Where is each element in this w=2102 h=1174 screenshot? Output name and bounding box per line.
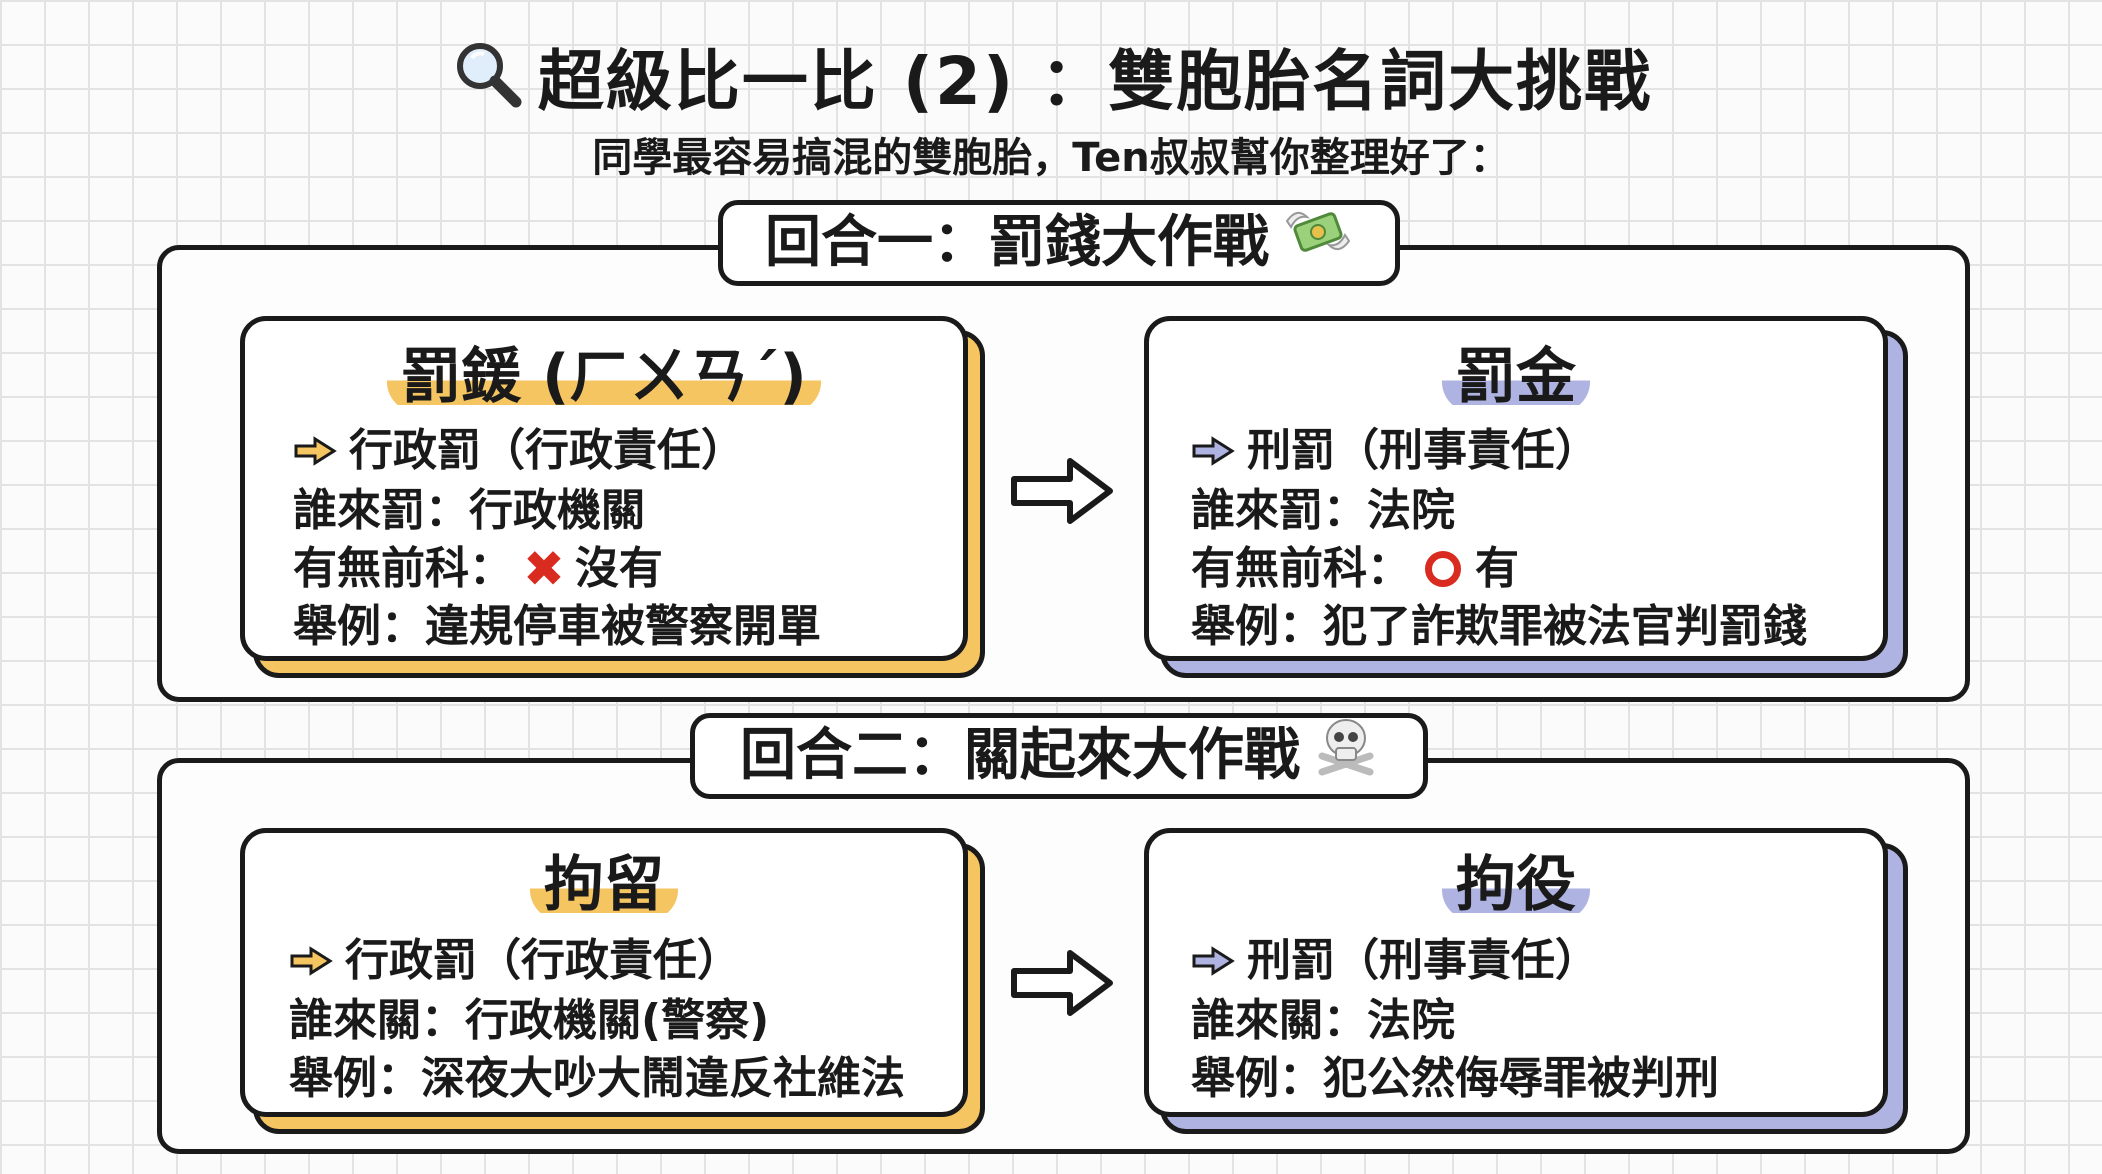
round-1-label-text: 回合一：罰錢大作戰 xyxy=(765,210,1269,275)
penalty-type-text: 行政罰（行政責任） xyxy=(349,425,745,476)
card-title-wrap: 拘留 xyxy=(245,847,963,923)
card-administrative-fine: 罰鍰 (ㄏㄨㄢˊ) 行政罰（行政責任） 誰來罰：行政機關 有無前科： ✖ 沒有 … xyxy=(240,316,968,661)
penalty-type: 行政罰（行政責任） xyxy=(293,421,745,481)
title-text: 超級比一比 (2) ：雙胞胎名詞大挑戰 xyxy=(537,43,1653,120)
who-detains: 誰來關：行政機關(警察) xyxy=(289,995,770,1046)
skull-crossbones-icon xyxy=(1314,712,1378,801)
big-arrow-icon xyxy=(1011,458,1113,524)
example: 舉例：犯了詐欺罪被法官判罰錢 xyxy=(1191,601,1807,652)
circle-mark-icon xyxy=(1425,551,1461,587)
card-title: 拘留 xyxy=(530,850,678,920)
criminal-record-label: 有無前科： xyxy=(1191,543,1411,594)
example: 舉例：犯公然侮辱罪被判刑 xyxy=(1191,1053,1719,1104)
magnifying-glass-icon xyxy=(450,36,524,136)
big-arrow-icon xyxy=(1011,950,1113,1016)
criminal-record-value: 沒有 xyxy=(574,543,663,594)
penalty-type: 刑罰（刑事責任） xyxy=(1191,931,1599,991)
round-2-label: 回合二：關起來大作戰 xyxy=(690,713,1428,799)
penalty-type: 行政罰（行政責任） xyxy=(289,931,741,991)
page-title: 超級比一比 (2) ：雙胞胎名詞大挑戰 xyxy=(0,34,2102,136)
arrow-icon xyxy=(290,946,333,976)
criminal-record-label: 有無前科： xyxy=(293,543,513,594)
subtitle: 同學最容易搞混的雙胞胎，Ten叔叔幫你整理好了： xyxy=(592,135,1510,181)
criminal-record: 有無前科： 有 xyxy=(1191,539,1519,599)
card-title: 罰鍰 (ㄏㄨㄢˊ) xyxy=(387,342,821,412)
who-penalizes: 誰來罰：行政機關 xyxy=(293,485,645,536)
card-title: 罰金 xyxy=(1442,342,1590,412)
who-penalizes: 誰來罰：法院 xyxy=(1191,485,1455,536)
card-short-term-imprisonment: 拘役 刑罰（刑事責任） 誰來關：法院 舉例：犯公然侮辱罪被判刑 xyxy=(1144,828,1888,1117)
penalty-type-text: 刑罰（刑事責任） xyxy=(1247,935,1599,986)
example: 舉例：深夜大吵大鬧違反社維法 xyxy=(289,1053,905,1104)
round-1-label: 回合一：罰錢大作戰 xyxy=(718,200,1400,286)
penalty-type: 刑罰（刑事責任） xyxy=(1191,421,1599,481)
card-title-wrap: 拘役 xyxy=(1149,847,1883,923)
criminal-record: 有無前科： ✖ 沒有 xyxy=(293,539,663,599)
penalty-type-text: 刑罰（刑事責任） xyxy=(1247,425,1599,476)
card-criminal-fine: 罰金 刑罰（刑事責任） 誰來罰：法院 有無前科： 有 舉例：犯了詐欺罪被法官判罰… xyxy=(1144,316,1888,661)
arrow-icon xyxy=(1192,436,1235,466)
round-2-label-text: 回合二：關起來大作戰 xyxy=(740,723,1300,788)
card-title: 拘役 xyxy=(1442,850,1590,920)
card-title-wrap: 罰金 xyxy=(1149,339,1883,415)
arrow-icon xyxy=(294,436,337,466)
penalty-type-text: 行政罰（行政責任） xyxy=(345,935,741,986)
card-administrative-detention: 拘留 行政罰（行政責任） 誰來關：行政機關(警察) 舉例：深夜大吵大鬧違反社維法 xyxy=(240,828,968,1117)
arrow-icon xyxy=(1192,946,1235,976)
example: 舉例：違規停車被警察開單 xyxy=(293,601,821,652)
criminal-record-value: 有 xyxy=(1475,543,1519,594)
cross-mark-icon: ✖ xyxy=(523,540,565,598)
card-title-wrap: 罰鍰 (ㄏㄨㄢˊ) xyxy=(245,339,963,415)
money-with-wings-icon xyxy=(1283,200,1353,286)
who-detains: 誰來關：法院 xyxy=(1191,995,1455,1046)
